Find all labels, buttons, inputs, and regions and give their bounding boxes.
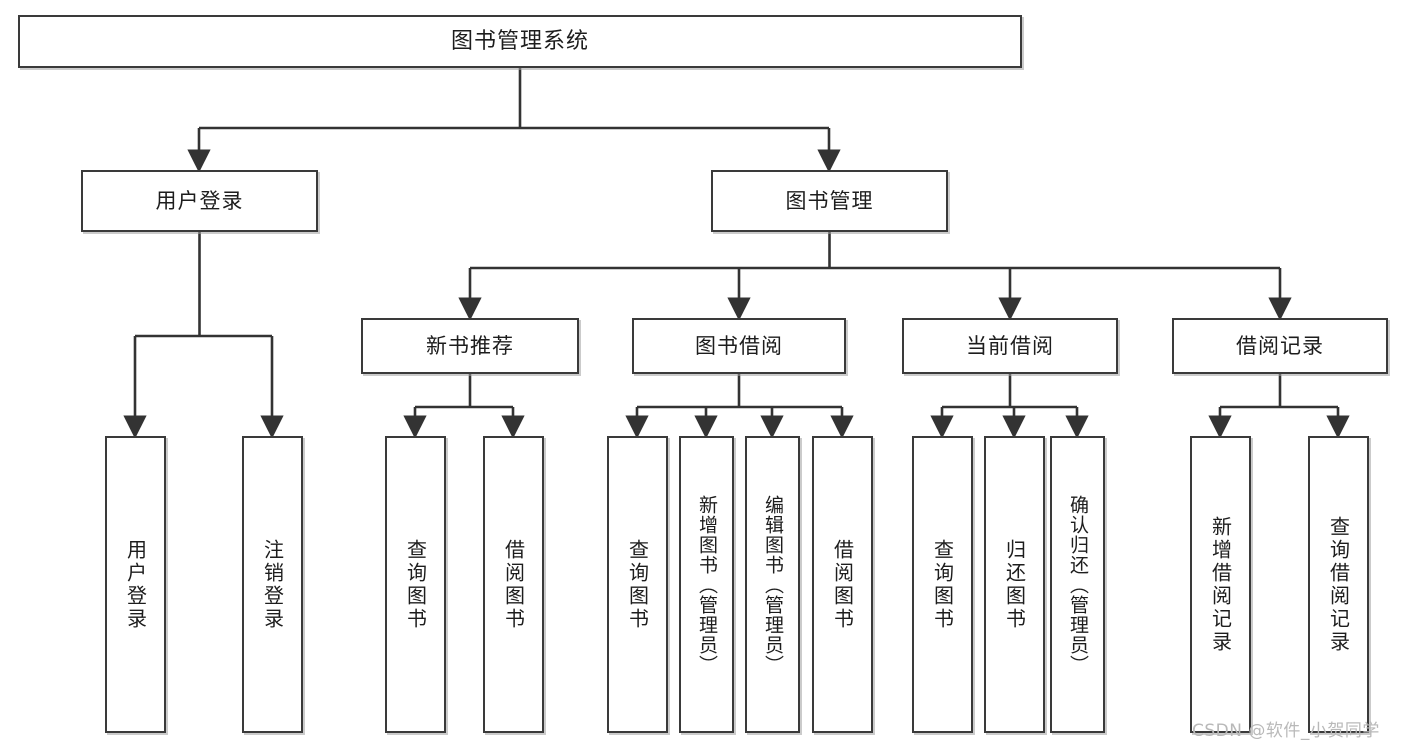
node-leaf-return-book[interactable]: 归还图书 (984, 436, 1045, 733)
leaf-label: 用户登录 (123, 538, 148, 631)
leaf-label: 查询图书 (930, 538, 955, 631)
leaf-label: 新增借阅记录 (1208, 515, 1233, 654)
node-user-login[interactable]: 用户登录 (81, 170, 318, 232)
leaf-label: 注销登录 (260, 538, 285, 631)
node-book-borrow[interactable]: 图书借阅 (632, 318, 846, 374)
leaf-label: 借阅图书 (830, 538, 855, 631)
leaf-label: 借阅图书 (501, 538, 526, 631)
leaf-label: 查询图书 (403, 538, 428, 631)
node-borrow-record[interactable]: 借阅记录 (1172, 318, 1388, 374)
node-label: 当前借阅 (966, 333, 1054, 358)
node-label: 图书管理系统 (450, 28, 589, 54)
node-leaf-query-book-3[interactable]: 查询图书 (912, 436, 973, 733)
node-label: 图书管理 (785, 188, 874, 213)
leaf-label: 编辑图书（管理员） (762, 494, 784, 675)
leaf-label: 新增图书（管理员） (696, 494, 718, 675)
node-leaf-user-login[interactable]: 用户登录 (105, 436, 166, 733)
node-leaf-add-book[interactable]: 新增图书（管理员） (679, 436, 734, 733)
leaf-label: 查询图书 (625, 538, 650, 631)
node-label: 借阅记录 (1236, 333, 1324, 358)
node-leaf-confirm-return[interactable]: 确认归还（管理员） (1050, 436, 1105, 733)
node-label: 新书推荐 (426, 333, 514, 358)
node-leaf-query-book-2[interactable]: 查询图书 (607, 436, 668, 733)
node-book-manage[interactable]: 图书管理 (711, 170, 948, 232)
node-new-book-rec[interactable]: 新书推荐 (361, 318, 579, 374)
leaf-label: 查询借阅记录 (1326, 515, 1351, 654)
node-current-borrow[interactable]: 当前借阅 (902, 318, 1118, 374)
node-leaf-query-book-1[interactable]: 查询图书 (385, 436, 446, 733)
node-leaf-add-record[interactable]: 新增借阅记录 (1190, 436, 1251, 733)
node-label: 用户登录 (155, 188, 244, 213)
leaf-label: 归还图书 (1002, 538, 1027, 631)
connector-lines (123, 68, 1350, 439)
node-leaf-borrow-book-1[interactable]: 借阅图书 (483, 436, 544, 733)
node-root[interactable]: 图书管理系统 (18, 15, 1022, 68)
node-leaf-borrow-book-2[interactable]: 借阅图书 (812, 436, 873, 733)
node-leaf-logout[interactable]: 注销登录 (242, 436, 303, 733)
leaf-label: 确认归还（管理员） (1067, 494, 1089, 675)
node-leaf-edit-book[interactable]: 编辑图书（管理员） (745, 436, 800, 733)
node-leaf-query-record[interactable]: 查询借阅记录 (1308, 436, 1369, 733)
node-label: 图书借阅 (695, 333, 783, 358)
